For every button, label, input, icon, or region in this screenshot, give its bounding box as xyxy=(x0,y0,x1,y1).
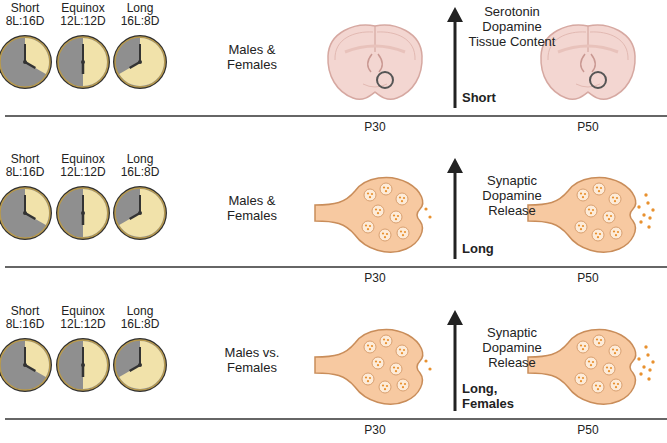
photoperiod-label: 12L:12D xyxy=(60,166,105,179)
photoperiod-label: 16L:8D xyxy=(121,166,160,179)
synapse-terminal xyxy=(315,177,432,252)
sex-label: Males & Females xyxy=(219,42,285,72)
photoperiod-label: Short xyxy=(11,2,40,15)
brain-slice xyxy=(328,25,422,99)
effect-label: Short xyxy=(462,90,522,105)
measure-label: Synaptic Dopamine Release xyxy=(464,325,560,370)
row xyxy=(0,310,667,419)
photoperiod-label: Short xyxy=(11,305,40,318)
age-label: P50 xyxy=(577,424,598,437)
age-label: P50 xyxy=(577,121,598,134)
row xyxy=(0,158,667,267)
photoperiod-label: 8L:16D xyxy=(6,15,45,28)
photoperiod-label: 16L:8D xyxy=(121,15,160,28)
timeline-arrow xyxy=(5,310,667,419)
photoperiod-label: Long xyxy=(127,305,154,318)
sex-label: Males & Females xyxy=(219,193,285,223)
photoperiod-label: 16L:8D xyxy=(121,318,160,331)
photoperiod-label: 12L:12D xyxy=(60,15,105,28)
synapse-terminal xyxy=(315,329,432,404)
sex-label: Males vs. Females xyxy=(219,345,285,375)
timeline-arrow xyxy=(5,158,667,267)
effect-label: Long xyxy=(462,241,522,256)
photoperiod-label: Equinox xyxy=(61,153,104,166)
row xyxy=(0,7,667,116)
photoperiod-label: 8L:16D xyxy=(6,318,45,331)
synapse-terminal xyxy=(528,177,655,252)
clock-group xyxy=(0,186,167,240)
photoperiod-label: Short xyxy=(11,153,40,166)
measure-label: Synaptic Dopamine Release xyxy=(464,173,560,218)
effect-label: Long, Females xyxy=(462,381,522,411)
photoperiod-label: 12L:12D xyxy=(60,318,105,331)
measure-label: Serotonin Dopamine Tissue Content xyxy=(464,4,560,49)
clock-group xyxy=(0,338,167,392)
photoperiod-label: 8L:16D xyxy=(6,166,45,179)
photoperiod-label: Equinox xyxy=(61,305,104,318)
age-label: P30 xyxy=(364,121,385,134)
photoperiod-label: Long xyxy=(127,2,154,15)
age-label: P50 xyxy=(577,272,598,285)
photoperiod-label: Equinox xyxy=(61,2,104,15)
photoperiod-label: Long xyxy=(127,153,154,166)
synapse-terminal xyxy=(528,329,655,404)
age-label: P30 xyxy=(364,272,385,285)
clock-group xyxy=(0,35,167,89)
age-label: P30 xyxy=(364,424,385,437)
timeline-arrow xyxy=(5,7,667,116)
